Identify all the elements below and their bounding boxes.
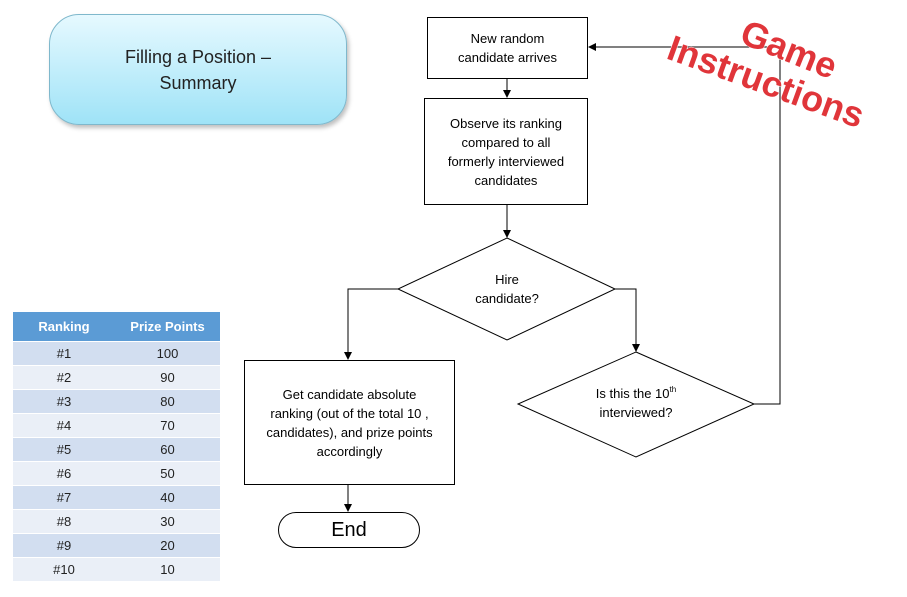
header-prize-points: Prize Points: [115, 312, 220, 342]
ranking-cell: #6: [13, 461, 115, 486]
tenth-decision-text: Is this the 10th interviewed?: [566, 384, 706, 422]
ranking-cell: #3: [13, 389, 115, 414]
absolute-line-4: accordingly: [316, 443, 383, 459]
absolute-ranking-box: Get candidate absolute ranking (out of t…: [244, 360, 455, 485]
points-cell: 80: [115, 389, 220, 414]
hire-line-1: Hire: [495, 272, 519, 287]
new-candidate-line-1: New random: [470, 31, 545, 46]
ranking-cell: #9: [13, 533, 115, 558]
points-cell: 40: [115, 485, 220, 510]
game-instructions-overlay: Game Instructions: [662, 11, 871, 137]
tenth-superscript: th: [669, 385, 677, 394]
hire-diamond: [396, 237, 617, 341]
points-cell: 20: [115, 533, 220, 558]
new-candidate-box: New random candidate arrives: [427, 17, 588, 79]
observe-line-2: compared to all: [461, 134, 551, 150]
points-cell: 50: [115, 461, 220, 486]
hire-line-2: candidate?: [475, 291, 539, 306]
points-cell: 30: [115, 509, 220, 534]
ranking-cell: #4: [13, 413, 115, 438]
new-candidate-line-2: candidate arrives: [458, 50, 557, 65]
observe-line-4: candidates: [474, 172, 538, 188]
tenth-diamond: [516, 351, 756, 458]
arrow-loop-back: [588, 43, 781, 405]
end-terminal: End: [278, 512, 420, 548]
absolute-line-1: Get candidate absolute: [282, 386, 417, 402]
absolute-line-2: ranking (out of the total 10 ,: [270, 405, 429, 421]
observe-ranking-box: Observe its ranking compared to all form…: [424, 98, 588, 205]
observe-line-3: formerly interviewed: [447, 153, 565, 169]
tenth-line-1-text: Is this the 10: [595, 386, 670, 401]
ranking-cell: #8: [13, 509, 115, 534]
absolute-line-3: candidates), and prize points: [266, 424, 433, 440]
tenth-line-1: Is this the 10th: [566, 384, 706, 403]
header-ranking: Ranking: [13, 312, 115, 342]
points-cell: 10: [115, 557, 220, 581]
title-box: Filling a Position – Summary: [49, 14, 347, 125]
points-cell: 60: [115, 437, 220, 462]
points-cell: 100: [115, 341, 220, 366]
ranking-cell: #1: [13, 341, 115, 366]
observe-line-1: Observe its ranking: [450, 115, 562, 131]
title-line-1: Filling a Position –: [124, 46, 272, 67]
arrow-hire-no: [615, 288, 640, 352]
hire-decision-text: Hire candidate?: [437, 270, 577, 308]
points-cell: 70: [115, 413, 220, 438]
points-cell: 90: [115, 365, 220, 390]
ranking-cell: #5: [13, 437, 115, 462]
ranking-cell: #10: [13, 557, 115, 581]
ranking-cell: #7: [13, 485, 115, 510]
title-line-2: Summary: [159, 72, 237, 93]
ranking-cell: #2: [13, 365, 115, 390]
arrow-hire-yes: [344, 288, 398, 360]
tenth-line-2: interviewed?: [599, 405, 673, 420]
table-header-row: Ranking Prize Points: [13, 312, 220, 342]
end-label: End: [331, 518, 367, 541]
